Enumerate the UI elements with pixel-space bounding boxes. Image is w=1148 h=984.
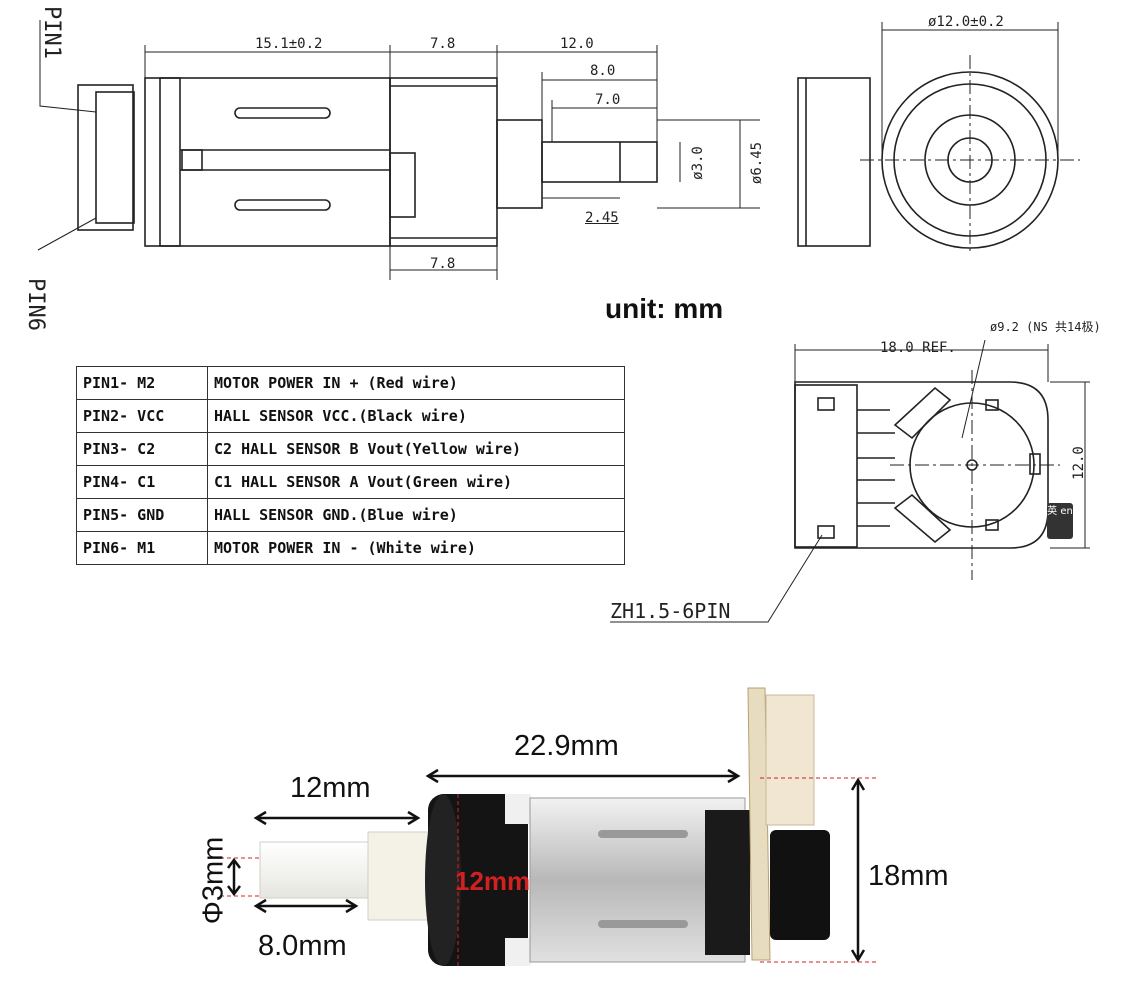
pin-cell: PIN5- GND	[76, 498, 208, 532]
dim-front-diameter: ø12.0±0.2	[928, 14, 1004, 30]
desc-cell: HALL SENSOR VCC.(Black wire)	[207, 399, 625, 433]
photo-flat-length-label: 8.0mm	[258, 930, 347, 962]
pin-cell: PIN3- C2	[76, 432, 208, 466]
desc-cell: C1 HALL SENSOR A Vout(Green wire)	[207, 465, 625, 499]
dim-gear-bottom: 7.8	[430, 256, 456, 272]
dim-magnet: ø9.2 (NS 共14极)	[990, 320, 1101, 334]
desc-cell: HALL SENSOR GND.(Blue wire)	[207, 498, 625, 532]
unit-label: unit: mm	[605, 293, 724, 324]
photo-gear-diameter-label: 12mm	[455, 866, 531, 896]
dim-shaft-diameter: ø3.0	[689, 146, 706, 180]
photo-length-label: 22.9mm	[514, 730, 619, 762]
translate-logo-icon: 英 en	[1047, 503, 1073, 539]
front-view-drawing	[797, 22, 1080, 255]
pin1-label: PIN1	[39, 6, 64, 59]
pin-cell: PIN4- C1	[76, 465, 208, 499]
connector-label: ZH1.5-6PIN	[610, 599, 731, 623]
photo-shaft-diameter-label: Φ3mm	[197, 836, 230, 925]
desc-cell: C2 HALL SENSOR B Vout(Yellow wire)	[207, 432, 625, 466]
photo-height-label: 18mm	[868, 860, 949, 892]
pin-cell: PIN1- M2	[76, 366, 208, 400]
dim-gear-top: 7.8	[430, 36, 456, 52]
dim-boss-diameter: ø6.45	[749, 141, 766, 185]
desc-cell: MOTOR POWER IN + (Red wire)	[207, 366, 625, 400]
product-photo	[220, 687, 878, 966]
dim-encoder-height: 12.0	[1070, 446, 1087, 480]
desc-cell: MOTOR POWER IN - (White wire)	[207, 531, 625, 565]
dim-flat: 2.45	[585, 210, 619, 226]
encoder-view-drawing	[610, 339, 1090, 623]
dim-shaft-7: 7.0	[595, 92, 621, 108]
dim-shaft-8: 8.0	[590, 63, 616, 79]
photo-shaft-length-label: 12mm	[290, 772, 371, 804]
dim-encoder-width: 18.0 REF.	[880, 340, 956, 356]
dim-body-length: 15.1±0.2	[255, 36, 323, 52]
pin-cell: PIN2- VCC	[76, 399, 208, 433]
pin-cell: PIN6- M1	[76, 531, 208, 565]
side-view-drawing	[37, 20, 760, 280]
dim-shaft-total: 12.0	[560, 36, 594, 52]
pin6-label: PIN6	[23, 278, 48, 331]
